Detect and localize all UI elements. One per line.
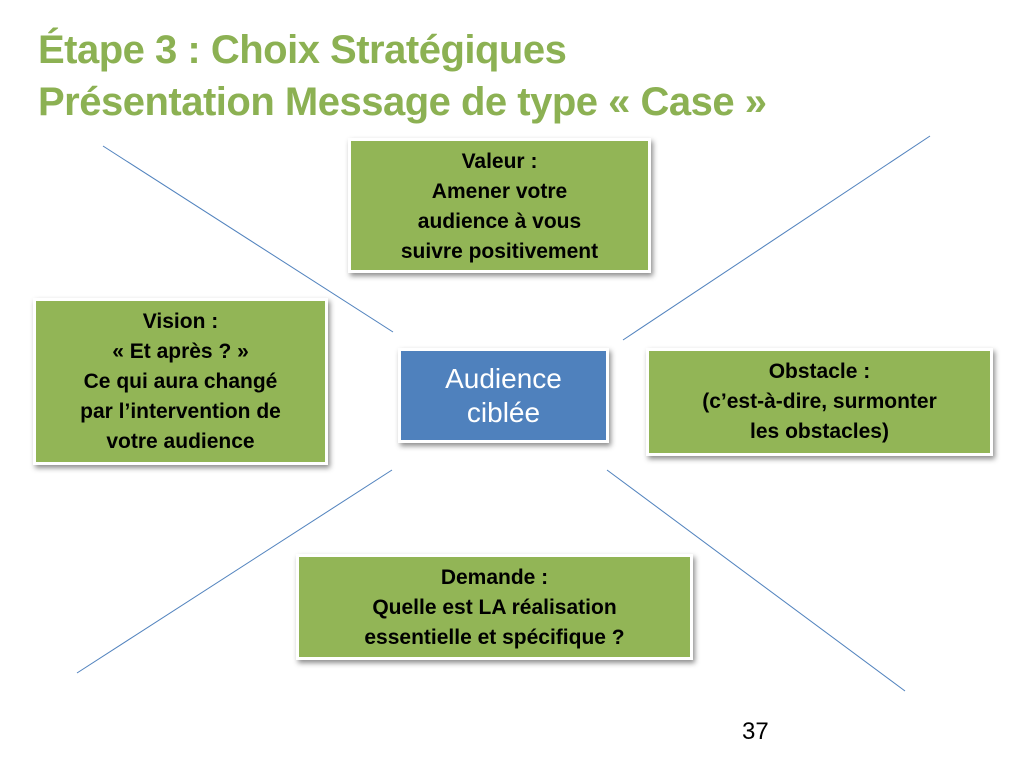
line-bottom-right [606, 469, 906, 692]
line-bottom-left [76, 469, 393, 674]
valeur-text-3: suivre positivement [400, 240, 599, 263]
slide-title: Étape 3 : Choix Stratégiques Présentatio… [38, 24, 767, 128]
box-obstacle: Obstacle : (c’est-à-dire, surmonter les … [646, 348, 993, 456]
vision-text-2: Ce qui aura changé [83, 370, 278, 393]
line-top-right [622, 135, 931, 341]
vision-label: Vision : [142, 310, 219, 333]
page-number: 37 [742, 718, 769, 745]
vision-text-3: par l’intervention de [80, 400, 281, 423]
valeur-text-2: audience à vous [417, 210, 582, 233]
center-line-1: Audience [445, 362, 562, 394]
vision-text-1: « Et après ? » [112, 340, 249, 363]
box-demande: Demande : Quelle est LA réalisation esse… [296, 554, 693, 660]
demande-text-2: essentielle et spécifique ? [364, 626, 625, 649]
valeur-text-1: Amener votre [431, 180, 568, 203]
line-top-left [102, 145, 394, 333]
title-line-2: Présentation Message de type « Case » [38, 80, 767, 124]
center-line-2: ciblée [466, 396, 541, 428]
valeur-label: Valeur : [461, 150, 538, 173]
vision-text-4: votre audience [106, 430, 255, 453]
center-audience-box: Audience ciblée [398, 348, 609, 443]
obstacle-text-1: (c’est-à-dire, surmonter [702, 390, 937, 413]
obstacle-text-2: les obstacles) [750, 420, 889, 443]
demande-text-1: Quelle est LA réalisation [372, 596, 617, 619]
title-line-1: Étape 3 : Choix Stratégiques [38, 28, 567, 72]
box-vision: Vision : « Et après ? » Ce qui aura chan… [33, 298, 328, 465]
demande-label: Demande : [440, 566, 549, 589]
box-valeur: Valeur : Amener votre audience à vous su… [348, 138, 651, 273]
obstacle-label: Obstacle : [768, 360, 871, 383]
